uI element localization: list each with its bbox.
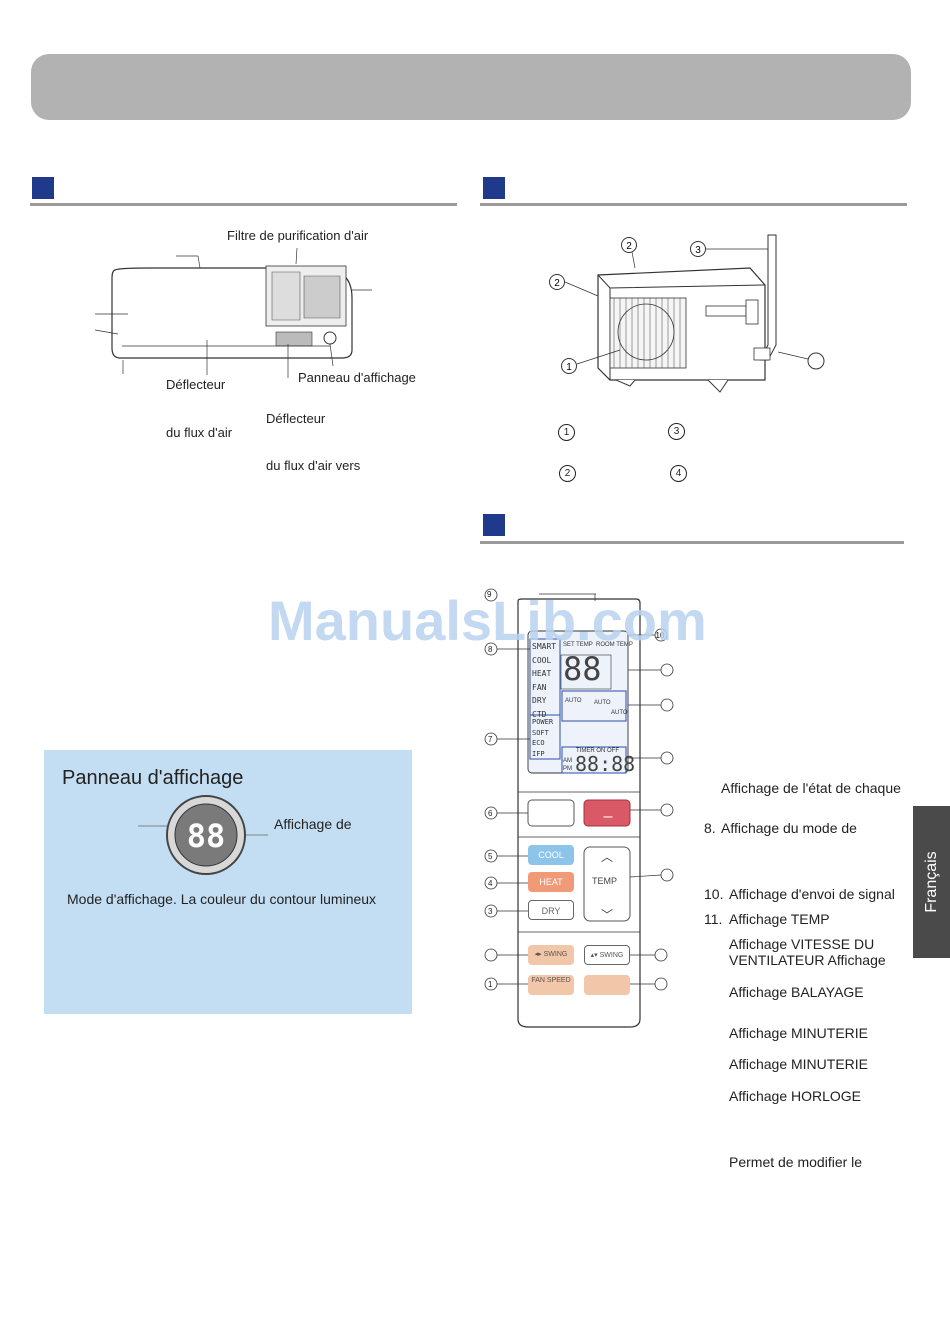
indoor-unit-illustration <box>94 247 372 378</box>
section-marker-remote <box>483 514 505 536</box>
lcd-mode-ctd: CTD <box>532 709 547 719</box>
desc-6: Affichage BALAYAGE <box>729 984 864 1000</box>
callout-7: 7 <box>488 735 493 744</box>
unlabeled-button[interactable] <box>584 975 630 995</box>
svg-text:︿: ︿ <box>601 850 613 864</box>
legend-marker-3: 3 <box>668 421 685 440</box>
section-marker-outdoor <box>483 177 505 199</box>
header-bar <box>31 54 911 120</box>
lcd-soft: SOFT <box>532 728 549 737</box>
lcd-power: POWER <box>532 718 554 726</box>
desc-3-num: 10. <box>704 886 724 902</box>
lcd-mode-smart: SMART <box>532 642 557 651</box>
swing-vertical-button[interactable]: ▴▾ SWING <box>584 945 630 965</box>
legend-marker-4: 4 <box>670 463 687 482</box>
svg-text:﹀: ﹀ <box>601 908 613 922</box>
svg-text:2: 2 <box>626 241 632 252</box>
outdoor-unit-illustration: 2 3 2 1 <box>549 234 825 393</box>
callout-1: 1 <box>488 980 493 989</box>
lcd-mode-heat: HEAT <box>532 669 552 678</box>
label-filter: Filtre de purification d'air <box>227 228 369 243</box>
callout-8: 8 <box>488 645 493 654</box>
display-panel-label: Affichage de <box>274 816 352 832</box>
heat-button[interactable]: HEAT <box>528 872 574 892</box>
lcd-eco: ECO <box>532 739 545 747</box>
desc-8: Affichage MINUTERIE <box>729 1056 869 1072</box>
desc-3: Affichage d'envoi de signal <box>729 886 895 902</box>
section-rule-outdoor <box>480 203 907 206</box>
swing-horizontal-button[interactable]: ◂▸ SWING <box>528 945 574 965</box>
temp-button-label: TEMP <box>592 876 618 886</box>
desc-4-num: 11. <box>704 911 723 927</box>
temp-button[interactable] <box>584 847 630 921</box>
section-marker-indoor <box>32 177 54 199</box>
desc-10: Permet de modifier le <box>729 1154 863 1170</box>
svg-text:2: 2 <box>554 278 560 289</box>
lcd-clock: 88:88 <box>575 752 636 776</box>
label-display-panel: Panneau d'affichage <box>298 370 416 385</box>
display-panel-digits: 88 <box>187 817 226 855</box>
lcd-ifp: IFP <box>532 749 545 758</box>
svg-text:3: 3 <box>695 245 701 256</box>
dry-button[interactable]: DRY <box>528 900 574 920</box>
display-panel-indicator: 88 <box>138 795 268 875</box>
section-rule-remote <box>480 541 904 544</box>
cool-button[interactable]: COOL <box>528 845 574 865</box>
desc-2: Affichage du mode de <box>721 820 857 836</box>
lcd-extras: POWER SOFT ECO IFP <box>532 717 560 759</box>
lcd-room-temp: ROOM TEMP <box>596 642 633 648</box>
callout-5: 5 <box>488 852 493 861</box>
desc-9: Affichage HORLOGE <box>729 1088 862 1104</box>
fan-speed-button[interactable]: FAN SPEED <box>528 975 574 995</box>
lcd-temp-digits: 88 <box>563 650 602 688</box>
desc-7: Affichage MINUTERIE <box>729 1025 869 1041</box>
lcd-mode-dry: DRY <box>532 696 547 705</box>
lcd-mode-fan: FAN <box>532 682 547 692</box>
watermark: ManualsLib.com <box>268 589 707 652</box>
lcd-pm: PM <box>563 766 572 772</box>
label-deflector-1: Déflecteur <box>166 377 226 392</box>
lcd-mode-cool: COOL <box>532 655 552 665</box>
language-tab[interactable]: Français <box>913 806 950 958</box>
display-panel-box <box>44 750 412 1014</box>
section-rule-indoor <box>30 203 457 206</box>
lcd-am: AM <box>563 758 572 764</box>
legend-marker-2: 2 <box>559 463 576 482</box>
desc-5a: Affichage VITESSE DU <box>729 936 875 952</box>
desc-1: Affichage de l'état de chaque <box>721 780 901 796</box>
svg-text:10: 10 <box>656 631 665 640</box>
label-airflow-2: du flux d'air vers <box>266 458 361 473</box>
display-panel-title: Panneau d'affichage <box>62 767 244 789</box>
power-button-left[interactable] <box>528 800 574 826</box>
desc-5b: VENTILATEUR Affichage <box>729 952 886 968</box>
callout-6: 6 <box>488 809 493 818</box>
lcd-auto-1: AUTO <box>565 698 582 704</box>
remote-control: – ︿ ﹀ 10 <box>484 588 674 1028</box>
callout-9: 9 <box>487 590 492 599</box>
lcd-set-temp: SET TEMP <box>563 642 593 648</box>
svg-text:1: 1 <box>566 362 572 373</box>
language-tab-label: Français <box>922 851 940 913</box>
label-deflector-2: Déflecteur <box>266 411 326 426</box>
lcd-auto-2: AUTO <box>594 700 611 706</box>
desc-4: Affichage TEMP <box>729 911 830 927</box>
label-airflow-1: du flux d'air <box>166 425 233 440</box>
callout-4: 4 <box>488 879 493 888</box>
power-button-right[interactable] <box>584 800 630 826</box>
lcd-timer: TIMER ON OFF <box>576 748 619 754</box>
callout-3: 3 <box>488 907 493 916</box>
display-panel-mode: Mode d'affichage. La couleur du contour … <box>67 891 377 907</box>
svg-text:–: – <box>604 808 613 825</box>
lcd-mode-list: SMART COOL HEAT FAN DRY CTD <box>532 640 560 721</box>
lcd-auto-3: AUTO <box>611 710 628 716</box>
legend-marker-1: 1 <box>558 422 575 441</box>
desc-2-num: 8. <box>704 820 716 836</box>
